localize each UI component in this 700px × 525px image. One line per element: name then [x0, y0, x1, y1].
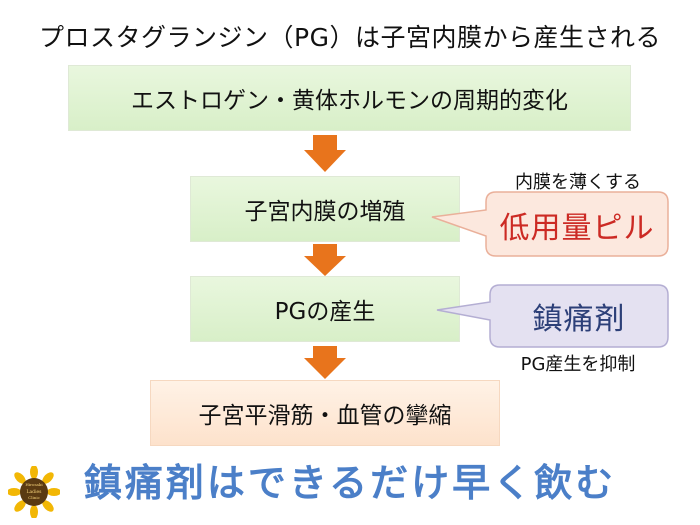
down-arrow-3	[304, 346, 346, 379]
step-pg-production: PGの産生	[190, 276, 460, 342]
clinic-logo: Hirosaki Ladies Clinic	[7, 465, 61, 522]
painkiller-note: PG産生を抑制	[520, 354, 636, 375]
step-muscle-spasm: 子宮平滑筋・血管の攣縮	[150, 380, 500, 446]
page-title: プロスタグランジン（PG）は子宮内膜から産生される	[39, 23, 661, 52]
sunflower-icon: Hirosaki Ladies Clinic	[7, 465, 61, 519]
logo-line2: Ladies	[27, 489, 43, 495]
logo-line3: Clinic	[28, 495, 40, 500]
painkiller-label: 鎮痛剤	[532, 302, 626, 337]
pill-note: 内膜を薄くする	[515, 172, 641, 193]
painkiller-callout-bubble	[436, 284, 669, 348]
down-arrow-2	[304, 244, 346, 276]
pill-callout-bubble	[431, 191, 669, 257]
pill-label: 低用量ピル	[499, 211, 655, 246]
logo-line1: Hirosaki	[25, 482, 43, 487]
key-message: 鎮痛剤はできるだけ早く飲む	[83, 461, 617, 505]
down-arrow-1	[304, 135, 346, 172]
step-hormone-change: エストロゲン・黄体ホルモンの周期的変化	[68, 65, 631, 131]
step-endometrium-growth: 子宮内膜の増殖	[190, 176, 460, 242]
